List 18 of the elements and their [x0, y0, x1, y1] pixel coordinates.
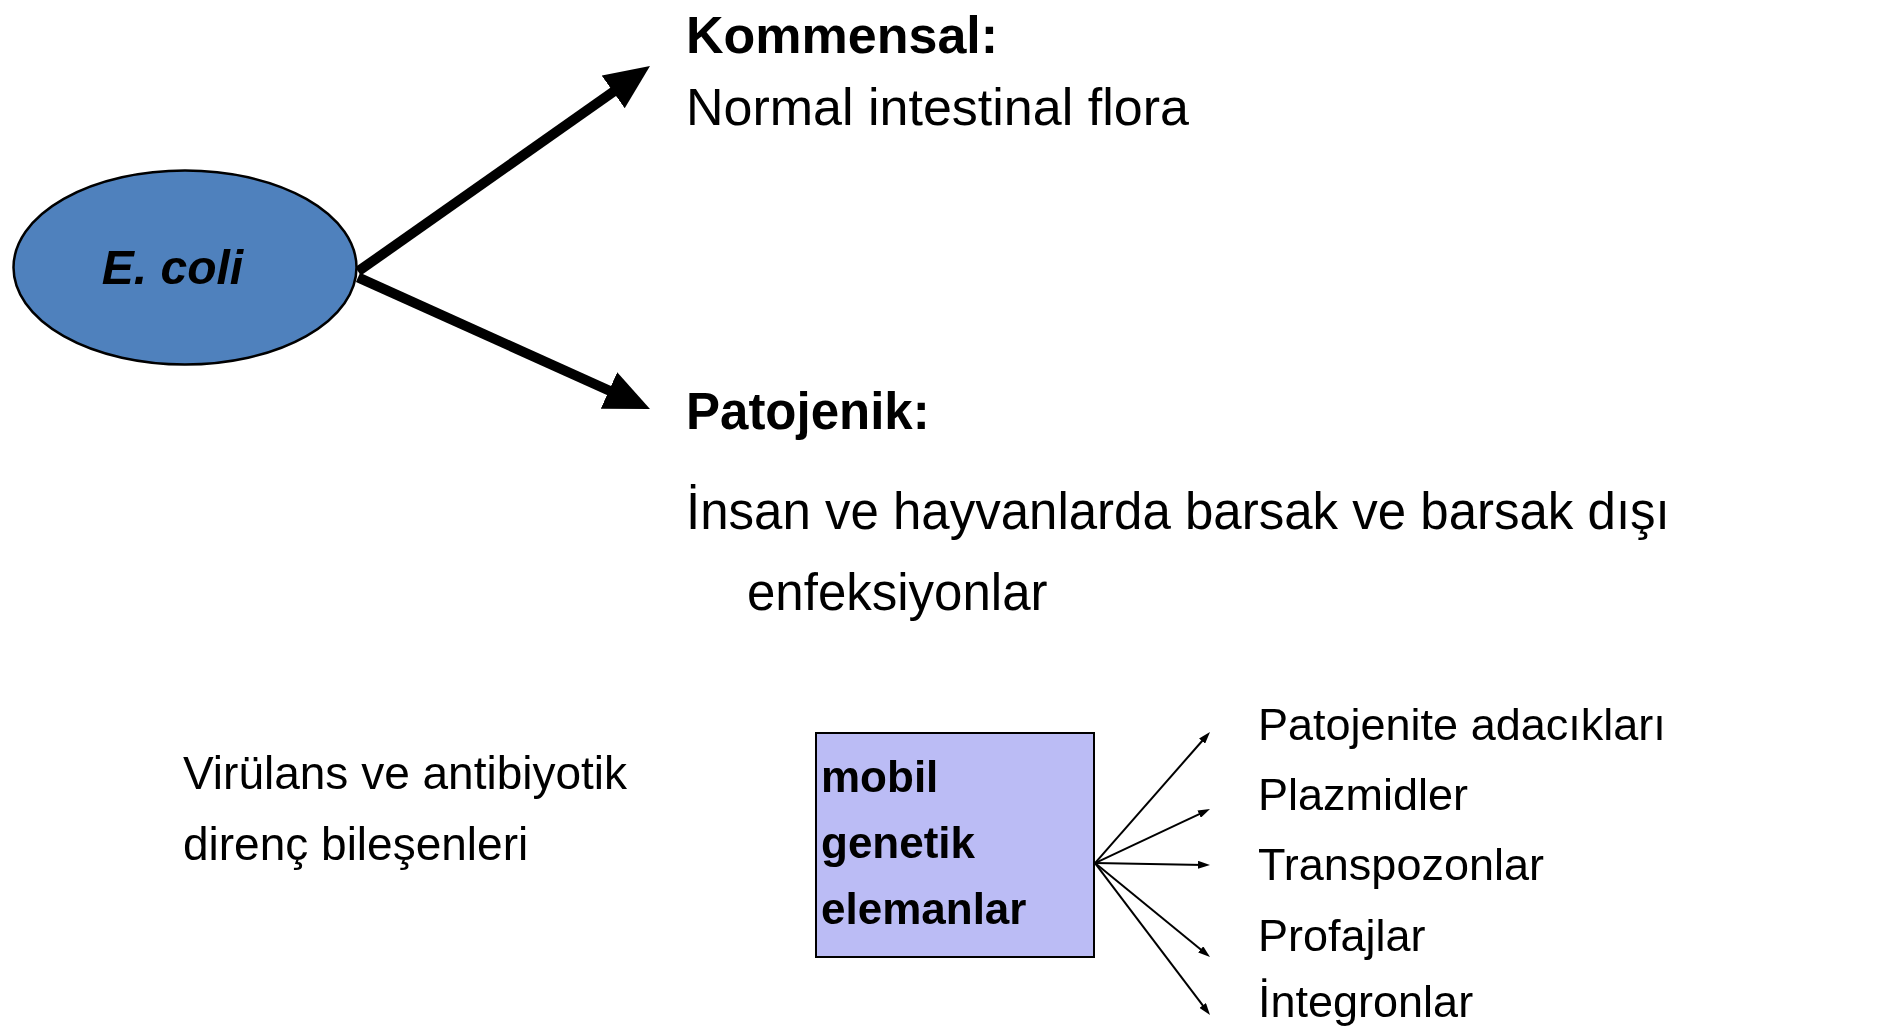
heading: Kommensal: — [686, 5, 1000, 66]
item-label: Plazmidler — [1258, 768, 1470, 822]
arrow — [355, 272, 650, 409]
process-box: mobil genetik elemanlar — [815, 732, 1095, 958]
item-label: Patojenite adacıkları — [1258, 698, 1667, 752]
oval-node — [12, 169, 358, 366]
note-text: Virülans ve antibiyotik direnç bileşenleri — [183, 746, 629, 873]
arrow — [1094, 809, 1210, 865]
description: İnsan ve hayvanlarda barsak ve barsak dışı enfeksiyonlar — [686, 481, 1671, 624]
item-label: Transpozonlar — [1258, 838, 1545, 892]
arrow — [1094, 860, 1210, 869]
description: Normal intestinal flora — [686, 77, 1190, 139]
item-label: Profajlar — [1258, 909, 1427, 963]
arrow — [355, 66, 650, 276]
heading: Patojenik: — [686, 382, 931, 442]
arrow — [1094, 862, 1210, 957]
item-label: İntegronlar — [1258, 975, 1475, 1029]
node-label: E. coli — [101, 240, 244, 295]
